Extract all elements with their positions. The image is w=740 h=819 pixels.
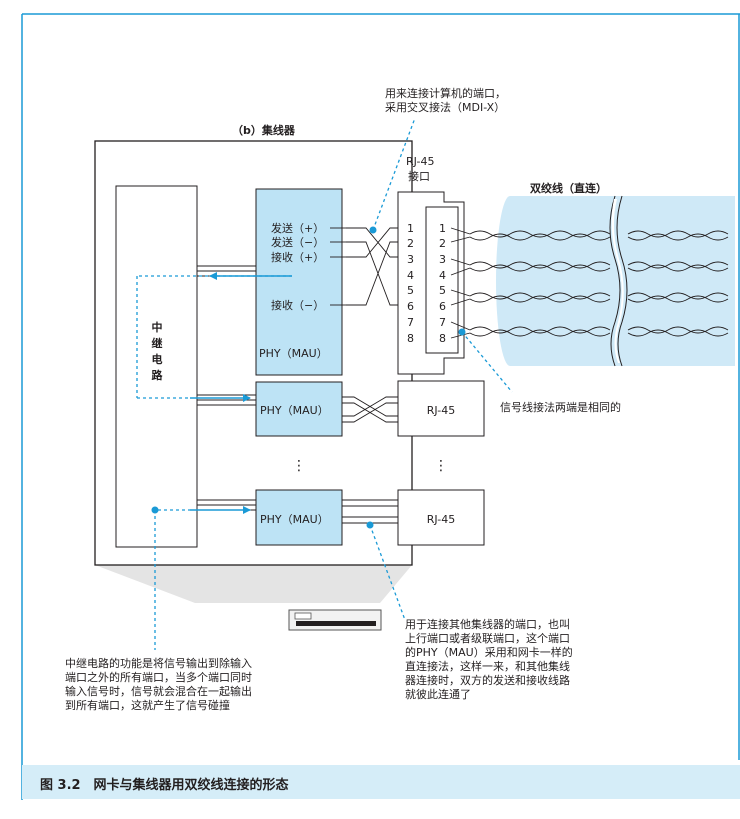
crossover-wiring bbox=[330, 227, 398, 306]
plug-pin: 1 bbox=[439, 222, 446, 235]
relay-label-char: 继 bbox=[152, 336, 163, 350]
plug-pin: 8 bbox=[439, 332, 446, 345]
mdix-note-1: 用来连接计算机的端口， bbox=[385, 86, 506, 100]
rj45-top-label-2: 接口 bbox=[408, 170, 430, 183]
uplink-note-line: 直连接法，这样一来，和其他集线 bbox=[405, 659, 570, 673]
rj45-top-label-1: RJ-45 bbox=[406, 155, 434, 168]
phy-bottom-label: PHY（MAU） bbox=[260, 513, 329, 526]
rj45-connector bbox=[397, 191, 465, 375]
pin-label-tx-minus: 发送（−） bbox=[271, 235, 324, 249]
mdix-note-2: 采用交叉接法（MDI-X） bbox=[385, 100, 505, 114]
relay-note-line: 端口之外的所有端口，当多个端口同时 bbox=[65, 670, 252, 684]
plug-pin: 4 bbox=[439, 269, 446, 282]
cable-wires bbox=[450, 227, 729, 339]
twisted-pair-cable bbox=[496, 195, 735, 367]
hub-title: （b）集线器 bbox=[232, 123, 296, 137]
pin-label-rx-plus: 接收（+） bbox=[271, 250, 324, 264]
connector-pin-numbers: 1 2 3 4 5 6 7 8 bbox=[407, 222, 414, 345]
plug-pin: 5 bbox=[439, 284, 446, 297]
plug-pin: 6 bbox=[439, 300, 446, 313]
connector-pin: 8 bbox=[407, 332, 414, 345]
phy-bottom-box bbox=[255, 489, 343, 546]
phy-top-box bbox=[255, 188, 343, 376]
connector-pin: 2 bbox=[407, 237, 414, 250]
uplink-note-line: 的PHY（MAU）采用和网卡一样的 bbox=[405, 645, 573, 659]
rj45-bottom-box bbox=[397, 489, 485, 546]
ellipsis-left: ⋮ bbox=[292, 458, 306, 474]
plug-pin: 2 bbox=[439, 237, 446, 250]
connector-pin: 3 bbox=[407, 253, 414, 266]
uplink-note-line: 就彼此连通了 bbox=[405, 687, 471, 701]
figure-caption: 图 3.2 网卡与集线器用双绞线连接的形态 bbox=[40, 778, 289, 793]
phy-middle-label: PHY（MAU） bbox=[260, 404, 329, 417]
hub-device-icon bbox=[288, 609, 382, 631]
cable-label: 双绞线（直连） bbox=[530, 181, 607, 195]
plug-pin-numbers: 1 2 3 4 5 6 7 8 bbox=[439, 222, 446, 345]
relay-label-char: 电 bbox=[152, 352, 163, 366]
phy-top-label: PHY（MAU） bbox=[259, 347, 328, 360]
connector-pin: 1 bbox=[407, 222, 414, 235]
uplink-note: 用于连接其他集线器的端口，也叫 上行端口或者级联端口，这个端口 的PHY（MAU… bbox=[405, 617, 573, 701]
connector-pin: 4 bbox=[407, 269, 414, 282]
connector-pin: 7 bbox=[407, 316, 414, 329]
uplink-note-line: 上行端口或者级联端口，这个端口 bbox=[405, 631, 570, 645]
rj45-bottom-label: RJ-45 bbox=[427, 513, 455, 526]
connector-pin: 5 bbox=[407, 284, 414, 297]
pin-label-tx-plus: 发送（+） bbox=[271, 221, 324, 235]
uplink-note-line: 器连接时，双方的发送和接收线路 bbox=[405, 673, 570, 687]
relay-label: 中 继 电 路 bbox=[152, 320, 164, 382]
relay-circuit-box bbox=[115, 185, 198, 548]
relay-note-line: 到所有端口，这就产生了信号碰撞 bbox=[65, 698, 230, 712]
cable-note: 信号线接法两端是相同的 bbox=[500, 400, 621, 414]
rj45-middle-box bbox=[397, 380, 485, 437]
relay-note: 中继电路的功能是将信号输出到除输入 端口之外的所有端口，当多个端口同时 输入信号… bbox=[65, 656, 252, 712]
pin-label-rx-minus: 接收（−） bbox=[271, 298, 324, 312]
plug-pin: 7 bbox=[439, 316, 446, 329]
callout-dots bbox=[151, 226, 466, 529]
relay-note-line: 输入信号时，信号就会混合在一起输出 bbox=[65, 684, 252, 698]
caption-bar bbox=[22, 765, 740, 799]
plug-pin: 3 bbox=[439, 253, 446, 266]
phy-pin-labels: 发送（+） 发送（−） 接收（+） 接收（−） bbox=[271, 221, 324, 312]
uplink-note-line: 用于连接其他集线器的端口，也叫 bbox=[405, 617, 570, 631]
relay-label-char: 路 bbox=[152, 368, 164, 382]
phy-middle-box bbox=[255, 381, 343, 437]
hub-shadow bbox=[95, 565, 412, 603]
connector-pin: 6 bbox=[407, 300, 414, 313]
rj45-middle-label: RJ-45 bbox=[427, 404, 455, 417]
relay-label-char: 中 bbox=[152, 320, 163, 334]
ellipsis-right: ⋮ bbox=[434, 458, 448, 474]
relay-note-line: 中继电路的功能是将信号输出到除输入 bbox=[65, 656, 252, 670]
signal-arrows bbox=[190, 272, 292, 514]
